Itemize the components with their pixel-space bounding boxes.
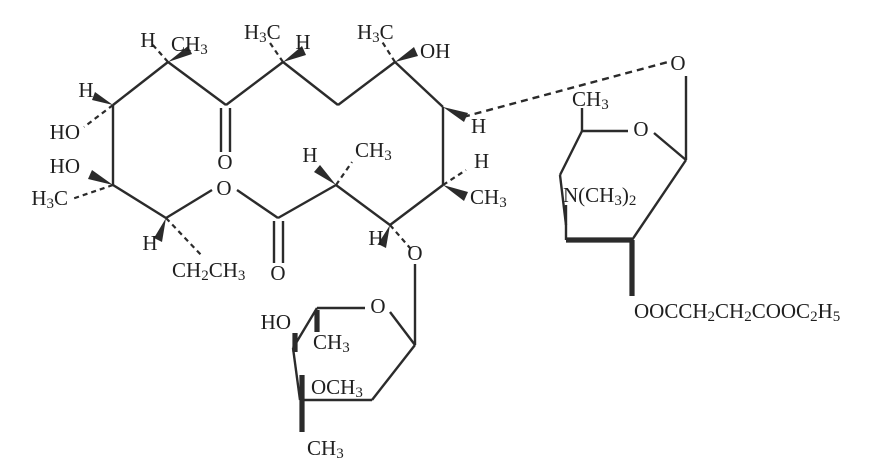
wedge-c13-h: [154, 218, 166, 242]
wedge-c3-h: [378, 225, 390, 248]
hash-c10-h: [151, 43, 169, 63]
hash-c4-h: [442, 169, 467, 186]
label-c6-oh: OH: [420, 39, 450, 63]
hash-c12-h3c: [71, 183, 114, 201]
hash-c8-h3c: [267, 39, 284, 63]
hash-c11-ho: [83, 104, 114, 128]
label-c10-ch3: CH3: [171, 32, 208, 59]
label-c4-h: H: [474, 149, 489, 173]
wedge-c5-h: [443, 107, 468, 122]
wedge-c2-h: [314, 165, 336, 185]
wedge-c12-ho: [88, 170, 113, 185]
dashed-glycosidic-bond-desosamine: [462, 60, 669, 119]
hash-c13-ethyl: [165, 217, 204, 258]
label-cladinose-ring-o: O: [370, 294, 385, 318]
desosamine-labels: O O CH3 N(CH3)2 OOCCH2CH2COOC2H5: [563, 51, 840, 326]
label-c12-ho: HO: [50, 154, 80, 178]
macrolactone-substituent-bonds: [71, 39, 669, 258]
bond-cladinose-c-c1: [371, 344, 416, 401]
bond-cladinose-c1-ringo: [389, 311, 416, 346]
bond-c13-c12: [112, 183, 167, 220]
label-c2-ch3: CH3: [355, 138, 392, 165]
label-c4-ch3: CH3: [470, 185, 507, 212]
wedge-c6-oh: [395, 47, 418, 62]
label-lactone-ring-o: O: [216, 176, 231, 200]
bond-c7-c6: [337, 61, 396, 106]
label-cladinose-ho: HO: [261, 310, 291, 334]
label-c3-glycosidic-o: O: [407, 241, 422, 265]
wedge-c4-ch3: [443, 185, 468, 201]
label-c13-ethyl: CH2CH3: [172, 258, 245, 285]
bond-c6-c5: [394, 61, 444, 108]
label-ketone-o: O: [217, 150, 232, 174]
bond-desosamine-c2-c1: [631, 159, 687, 241]
bond-c8-c7: [282, 61, 339, 106]
label-cladinose-ch3-upper: CH3: [313, 330, 350, 357]
label-c13-h: H: [142, 231, 157, 255]
hash-c6-h3c: [380, 39, 396, 63]
bond-desosamine-c5-c4: [558, 130, 584, 176]
label-c11-ho: HO: [50, 120, 80, 144]
bond-lactone-o-c13: [165, 188, 213, 220]
bond-c11-c10: [112, 61, 169, 106]
bond-cladinose-cho-c: [291, 347, 302, 401]
label-c12-h3c: H3C: [31, 186, 68, 213]
label-c6-h3c: H3C: [357, 20, 394, 47]
bond-c2-c1: [277, 183, 337, 220]
label-desosamine-glycosidic-o: O: [670, 51, 685, 75]
label-lactone-carbonyl-o: O: [270, 261, 285, 285]
label-c11-h: H: [78, 78, 93, 102]
macrolactone-labels: H CH3 H3C H H3C OH H HO HO H3C H CH2CH3 …: [31, 20, 506, 285]
macrolactone-ring-bonds: [111, 61, 445, 263]
bond-c9-c8: [225, 61, 284, 106]
wedge-c10-ch3: [168, 46, 192, 62]
label-cladinose-och3: OCH3: [311, 375, 363, 402]
hash-c2-ch3: [335, 161, 353, 186]
desosamine-ring: [558, 76, 688, 296]
wedge-c8-h: [283, 46, 306, 62]
label-c2-h: H: [302, 143, 317, 167]
bond-c10-c9: [167, 61, 227, 106]
label-desosamine-nme2: N(CH3)2: [563, 183, 636, 210]
bond-c3-c2: [335, 184, 391, 226]
label-desosamine-ch3: CH3: [572, 87, 609, 114]
label-cladinose-ch3-lower: CH3: [307, 436, 344, 463]
label-c10-h: H: [140, 28, 155, 52]
cladinose-ring: [291, 264, 417, 432]
label-c8-h3c: H3C: [244, 20, 281, 47]
label-ethylsuccinate-chain: OOCCH2CH2COOC2H5: [634, 299, 840, 326]
label-c8-h: H: [295, 30, 310, 54]
wedge-c11-h: [92, 92, 113, 105]
bond-c1-lactone-o: [236, 189, 279, 219]
bond-c4-c3: [389, 184, 444, 226]
bond-desosamine-c1-ringo: [653, 132, 687, 161]
cladinose-labels: O HO CH3 OCH3 CH3: [261, 294, 386, 463]
label-c5-h: H: [471, 114, 486, 138]
label-c3-h: H: [368, 226, 383, 250]
label-desosamine-ring-o: O: [633, 117, 648, 141]
